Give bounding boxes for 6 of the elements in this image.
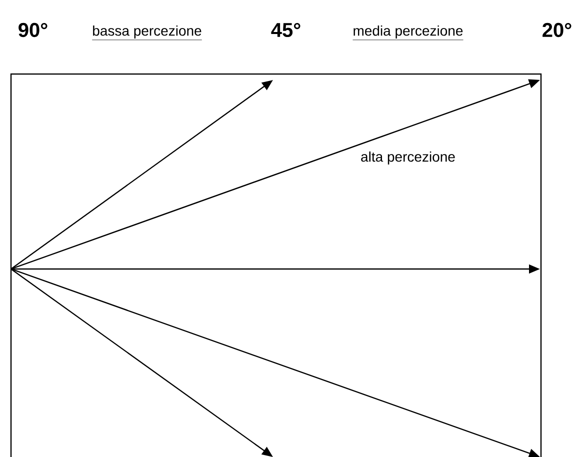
perception-label: media percezione — [352, 25, 464, 40]
perception-label: bassa percezione — [92, 25, 202, 40]
angle-label: 20° — [542, 22, 572, 38]
perception-label: alta percezione — [361, 151, 455, 165]
angle-label: 90° — [18, 22, 48, 38]
angle-label: 45° — [271, 22, 300, 38]
